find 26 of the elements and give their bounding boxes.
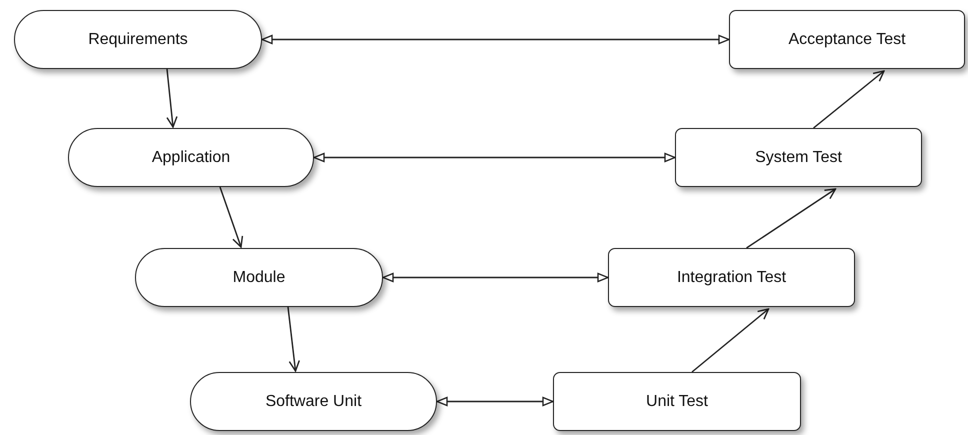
rounded-node (14, 10, 262, 69)
arrow (382, 272, 609, 282)
process-box (553, 372, 801, 431)
arrow (287, 306, 300, 372)
rounded-node (68, 128, 314, 187)
arrow (166, 68, 178, 128)
arrow (436, 396, 554, 406)
rounded-node (190, 372, 437, 431)
node-label: Unit Test (646, 392, 708, 410)
node-label: Acceptance Test (788, 30, 906, 48)
arrow (692, 308, 770, 373)
node-label: System Test (755, 148, 842, 166)
process-box (608, 248, 855, 307)
process-box (729, 10, 965, 69)
arrow (261, 34, 730, 44)
arrow (313, 152, 676, 162)
node-label: Software Unit (265, 392, 362, 410)
rounded-node (135, 248, 383, 307)
node-label: Module (232, 268, 286, 286)
node-label: Requirements (88, 30, 188, 48)
arrow (813, 70, 885, 129)
process-box (675, 128, 922, 187)
node-label: Integration Test (676, 268, 786, 286)
arrow (746, 188, 836, 249)
node-label: Application (152, 148, 230, 166)
arrow (219, 186, 244, 248)
